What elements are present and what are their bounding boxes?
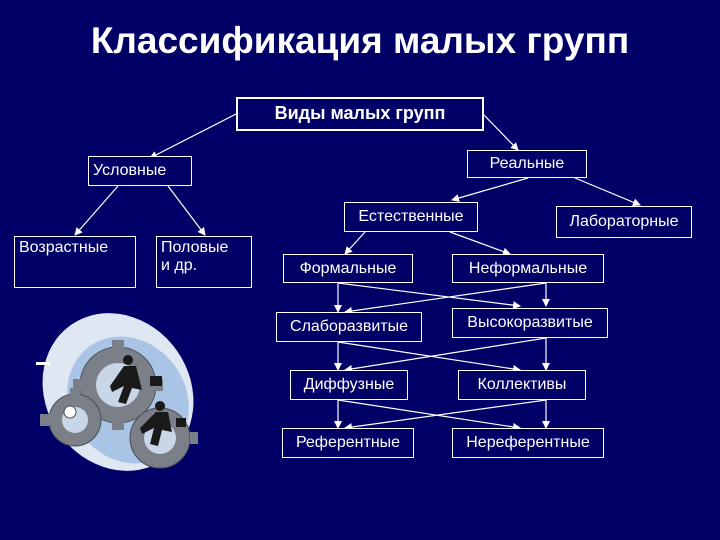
node-conditional: Условные: [88, 156, 192, 186]
node-highly-developed: Высокоразвитые: [452, 308, 608, 338]
arrow-natural-to-informal: [449, 231, 511, 256]
arrow-natural-to-formal: [344, 231, 366, 255]
arrow-root-to-conditional: [149, 112, 239, 159]
arrow-high-to-diffuse: [344, 337, 547, 373]
node-informal: Неформальные: [452, 254, 604, 283]
arrow-real-to-natural: [451, 177, 529, 202]
node-real: Реальные: [467, 150, 587, 178]
arrow-root-to-real: [481, 112, 519, 151]
node-diffuse: Диффузные: [290, 370, 408, 400]
node-referent: Референтные: [282, 428, 414, 458]
node-gender: Половые и др.: [156, 236, 252, 288]
slide-title: Классификация малых групп: [90, 20, 630, 61]
arrow-formal-to-high: [337, 282, 521, 310]
node-formal: Формальные: [283, 254, 413, 283]
arrow-real-to-laboratory: [574, 177, 641, 207]
node-natural: Естественные: [344, 202, 478, 232]
node-gender-line-2: и др.: [161, 256, 198, 274]
arrow-conditional-to-age: [74, 185, 119, 236]
node-laboratory: Лабораторные: [556, 206, 692, 238]
node-non-referent: Нереферентные: [452, 428, 604, 458]
node-gender-line-1: Половые: [161, 239, 229, 256]
arrow-conditional-to-gender: [167, 185, 206, 236]
arrow-collectives-to-referent: [344, 399, 547, 431]
arrow-diffuse-to-nonreferent: [337, 399, 521, 431]
node-root: Виды малых групп: [236, 97, 484, 131]
node-collectives: Коллективы: [458, 370, 586, 400]
arrow-informal-to-under: [344, 282, 547, 315]
node-age: Возрастные: [14, 236, 136, 288]
node-underdeveloped: Слаборазвитые: [276, 312, 422, 342]
arrow-under-to-collectives: [337, 341, 521, 373]
businessmen-gears-illustration: [36, 313, 198, 471]
